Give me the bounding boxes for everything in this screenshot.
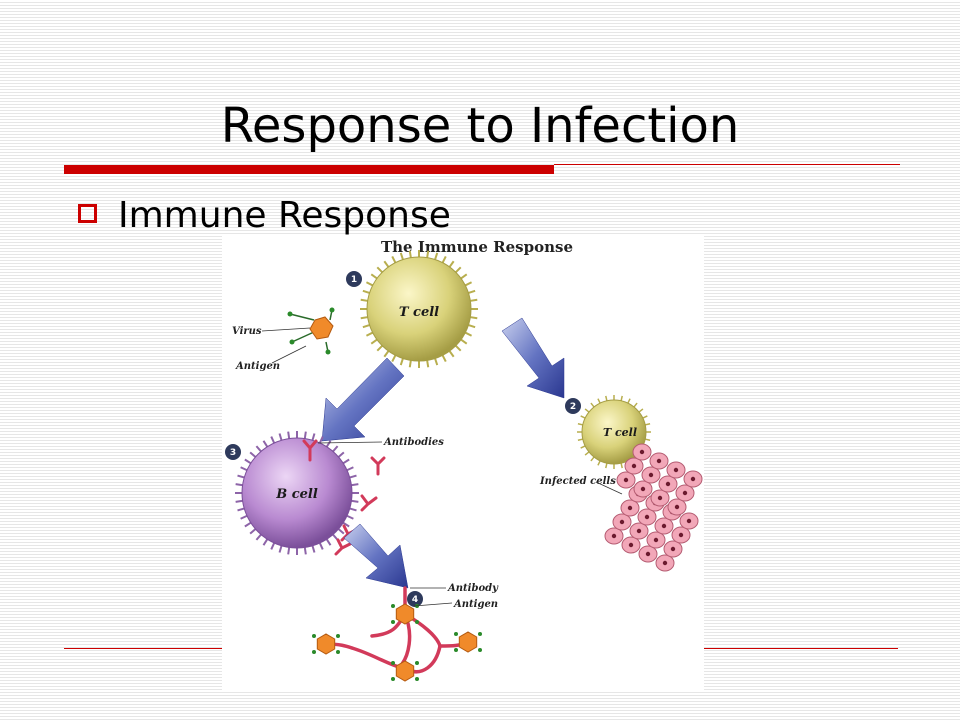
step-badge-3: 3	[225, 444, 241, 460]
infected-cell-nucleus	[661, 523, 667, 529]
bound-virus	[391, 603, 419, 625]
infected-cell-nucleus	[656, 458, 662, 464]
antibody-antigen-complex	[312, 586, 482, 682]
virus-label: Virus	[232, 326, 262, 337]
infected-cell-nucleus	[673, 467, 679, 473]
svg-text:4: 4	[412, 595, 418, 605]
arrow-to-antibody-complex	[343, 523, 409, 589]
step-badge-4: 4	[407, 591, 423, 607]
free-antibodies	[302, 439, 386, 556]
antibody-label: Antibody	[447, 583, 499, 594]
infected-cell-nucleus	[636, 528, 642, 534]
immune-response-figure: The Immune Response 1 2 3 4 T cell Virus…	[222, 236, 704, 692]
infected-cell-nucleus	[653, 537, 659, 543]
slide-title: Response to Infection	[220, 98, 740, 154]
antigen-label-top: Antigen	[235, 361, 280, 372]
infected-cell-nucleus	[665, 481, 671, 487]
svg-text:1: 1	[351, 275, 357, 285]
infected-cell-nucleus	[657, 495, 663, 501]
infected-cell-nucleus	[645, 551, 651, 557]
bound-virus	[391, 660, 419, 682]
svg-text:3: 3	[230, 448, 236, 458]
infected-cell-nucleus	[619, 519, 625, 525]
title-underline-thin	[554, 164, 900, 165]
immune-response-diagram: The Immune Response 1 2 3 4 T cell Virus…	[225, 238, 703, 682]
infected-cell-nucleus	[674, 504, 680, 510]
infected-cell-nucleus	[623, 477, 629, 483]
infected-cell-nucleus	[640, 486, 646, 492]
t-cell-large: T cell	[360, 250, 478, 368]
bullet-immune-response: Immune Response	[118, 195, 451, 236]
svg-text:2: 2	[570, 402, 576, 412]
infected-cell-nucleus	[648, 472, 654, 478]
infected-cell-nucleus	[686, 518, 692, 524]
bullet-square-icon	[78, 204, 97, 223]
infected-cell-nucleus	[628, 542, 634, 548]
arrow-to-b-cell	[321, 357, 405, 442]
infected-cell-nucleus	[662, 560, 668, 566]
infected-cell-nucleus	[627, 505, 633, 511]
title-underline-thick	[64, 165, 554, 174]
arrow-to-t-cell-small	[501, 317, 565, 399]
b-cell-label: B cell	[275, 487, 318, 502]
virus-particle	[287, 307, 335, 355]
footer-rule-right	[704, 648, 898, 649]
t-cell-large-label: T cell	[399, 305, 439, 320]
bound-virus	[312, 633, 340, 655]
infected-cells	[604, 443, 703, 572]
step-badge-1: 1	[346, 271, 362, 287]
infected-cell-nucleus	[682, 490, 688, 496]
infected-cell-nucleus	[631, 463, 637, 469]
footer-rule-left	[64, 648, 224, 649]
bound-virus	[454, 631, 482, 653]
infected-cell-nucleus	[644, 514, 650, 520]
virus-leader-line	[261, 327, 311, 332]
antigen-label-bottom: Antigen	[453, 599, 498, 610]
b-cell: B cell	[235, 431, 359, 555]
infected-cell-nucleus	[690, 476, 696, 482]
t-cell-small: T cell	[577, 395, 651, 469]
t-cell-small-label: T cell	[603, 426, 637, 439]
step-badge-2: 2	[565, 398, 581, 414]
infected-cell-nucleus	[670, 546, 676, 552]
infected-cells-label: Infected cells	[539, 476, 616, 487]
infected-cells-leader-line	[595, 481, 623, 495]
antibodies-leader-line	[317, 441, 383, 444]
infected-cell-nucleus	[678, 532, 684, 538]
antibodies-label: Antibodies	[383, 437, 444, 448]
infected-cell-nucleus	[611, 533, 617, 539]
antigen-leader-line-top	[271, 345, 307, 364]
infected-cell-nucleus	[639, 449, 645, 455]
antigen-leader-line-bottom	[413, 602, 453, 607]
